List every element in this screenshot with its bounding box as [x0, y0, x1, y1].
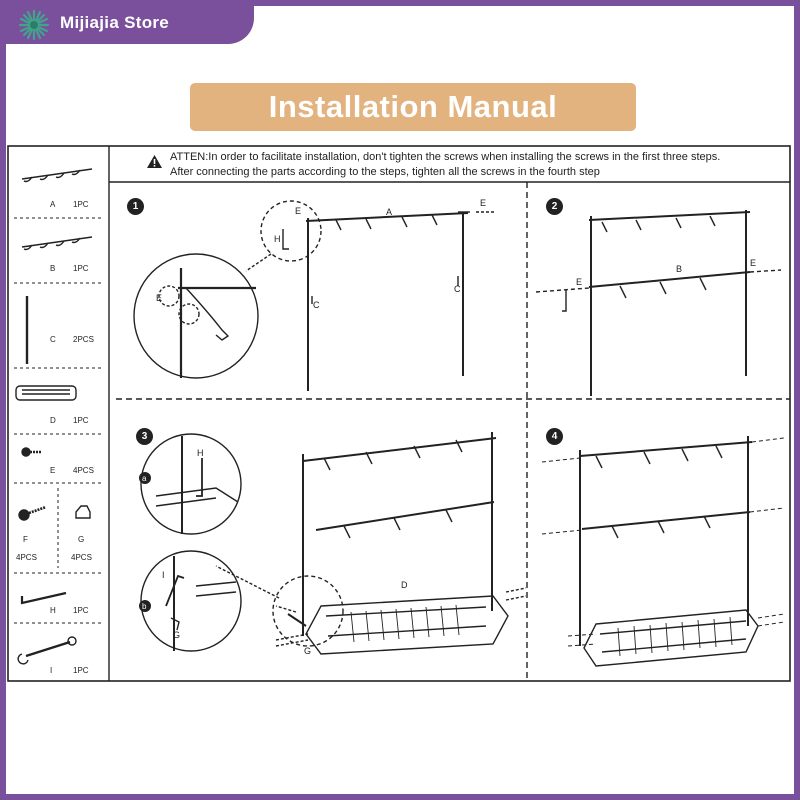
step-2-label-e2: E	[750, 258, 756, 268]
assembly-diagram: E H A E C C E E B E	[7, 145, 791, 682]
part-qty-h: 1PC	[73, 606, 89, 615]
step-3-rack	[215, 432, 527, 655]
hook-bar-icon	[21, 168, 93, 183]
part-letter-d: D	[50, 416, 56, 425]
store-name: Mijiajia Store	[60, 13, 170, 32]
step-1-badge: 1	[127, 198, 144, 215]
step-2-rack	[535, 210, 782, 396]
step-3-label-i: I	[162, 570, 165, 580]
step-3-zoom-b	[140, 550, 242, 652]
step-2-label-b: B	[676, 264, 682, 274]
step-1-label-c1: C	[313, 300, 320, 310]
step-4-rack	[541, 436, 785, 667]
warning-line-1: ATTEN:In order to facilitate installatio…	[170, 151, 721, 163]
part-qty-a: 1PC	[73, 200, 89, 209]
part-letter-c: C	[50, 335, 56, 344]
part-letter-i: I	[50, 666, 53, 675]
manual-frame: Mijiajia Store Installation Manual ATTEN…	[6, 6, 794, 794]
part-letter-h: H	[50, 606, 56, 615]
part-letter-f: F	[23, 535, 28, 544]
title-banner: Installation Manual	[190, 83, 636, 131]
step-2-label-e1: E	[576, 277, 582, 287]
part-letter-e: E	[50, 466, 56, 475]
step-1-label-e1: E	[295, 206, 301, 216]
step-3-zoom-a	[140, 433, 242, 535]
hook-bar-icon	[21, 236, 93, 251]
step-3-label-d: D	[401, 580, 408, 590]
page-title: Installation Manual	[268, 89, 558, 124]
tray-icon	[15, 385, 77, 401]
step-1-label-e3: E	[156, 293, 162, 303]
screw-icon	[21, 447, 42, 457]
part-letter-b: B	[50, 264, 56, 273]
manual-border	[7, 145, 791, 682]
step-3-marker-b	[139, 600, 151, 612]
wrench-icon	[17, 636, 77, 665]
part-letter-a: A	[50, 200, 56, 209]
burst-logo-icon	[18, 9, 50, 41]
part-qty-f: 4PCS	[16, 553, 37, 562]
step-3-label-g2: G	[304, 646, 311, 656]
step-3-badge: 3	[136, 428, 153, 445]
part-qty-i: 1PC	[73, 666, 89, 675]
allen-key-icon	[20, 591, 67, 605]
cap-nut-icon	[75, 505, 91, 519]
parts-separators	[14, 217, 104, 624]
step-3-label-b: b	[142, 602, 147, 611]
step-1-rack	[245, 200, 494, 391]
step-2-badge: 2	[546, 198, 563, 215]
part-qty-d: 1PC	[73, 416, 89, 425]
step-1-label-a: A	[386, 207, 392, 217]
part-qty-c: 2PCS	[73, 335, 94, 344]
store-banner: Mijiajia Store	[6, 6, 254, 44]
step-1-label-c2: C	[454, 284, 461, 294]
step-1-zoom-detail	[133, 253, 259, 379]
warning-icon	[147, 155, 162, 168]
step-3-label-h: H	[197, 448, 204, 458]
step-1-label-e2: E	[480, 198, 486, 208]
step-3-label-g1: G	[173, 630, 180, 640]
long-bolt-icon	[18, 505, 47, 521]
step-4-badge: 4	[546, 428, 563, 445]
part-qty-e: 4PCS	[73, 466, 94, 475]
part-qty-b: 1PC	[73, 264, 89, 273]
step-1-label-h: H	[274, 234, 281, 244]
step-3-marker-a	[139, 472, 151, 484]
part-qty-g: 4PCS	[71, 553, 92, 562]
step-3-label-a: a	[142, 474, 147, 483]
warning-line-2: After connecting the parts according to …	[170, 166, 600, 178]
part-letter-g: G	[78, 535, 85, 544]
